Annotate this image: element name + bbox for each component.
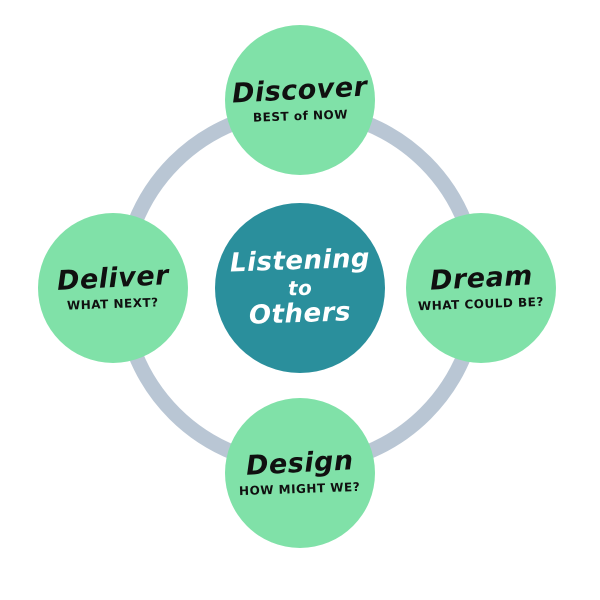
node-deliver: Deliver WHAT NEXT? (38, 213, 188, 363)
node-dream: Dream WHAT COULD BE? (406, 213, 556, 363)
node-design-title: Design (245, 445, 355, 483)
node-design-subtitle: HOW MIGHT WE? (239, 479, 361, 498)
node-deliver-title: Deliver (56, 260, 170, 298)
center-line-3: Others (248, 297, 352, 331)
node-center-listening-to-others: Listening to Others (215, 203, 385, 373)
node-dream-subtitle: WHAT COULD BE? (417, 294, 545, 313)
node-dream-title: Dream (428, 260, 534, 297)
center-line-2: to (287, 275, 313, 301)
node-discover-title: Discover (231, 71, 369, 110)
node-deliver-subtitle: WHAT NEXT? (66, 294, 160, 313)
node-design: Design HOW MIGHT WE? (225, 398, 375, 548)
center-line-1: Listening (229, 243, 371, 279)
node-discover-subtitle: BEST of NOW (252, 106, 348, 125)
node-discover: Discover BEST of NOW (225, 25, 375, 175)
